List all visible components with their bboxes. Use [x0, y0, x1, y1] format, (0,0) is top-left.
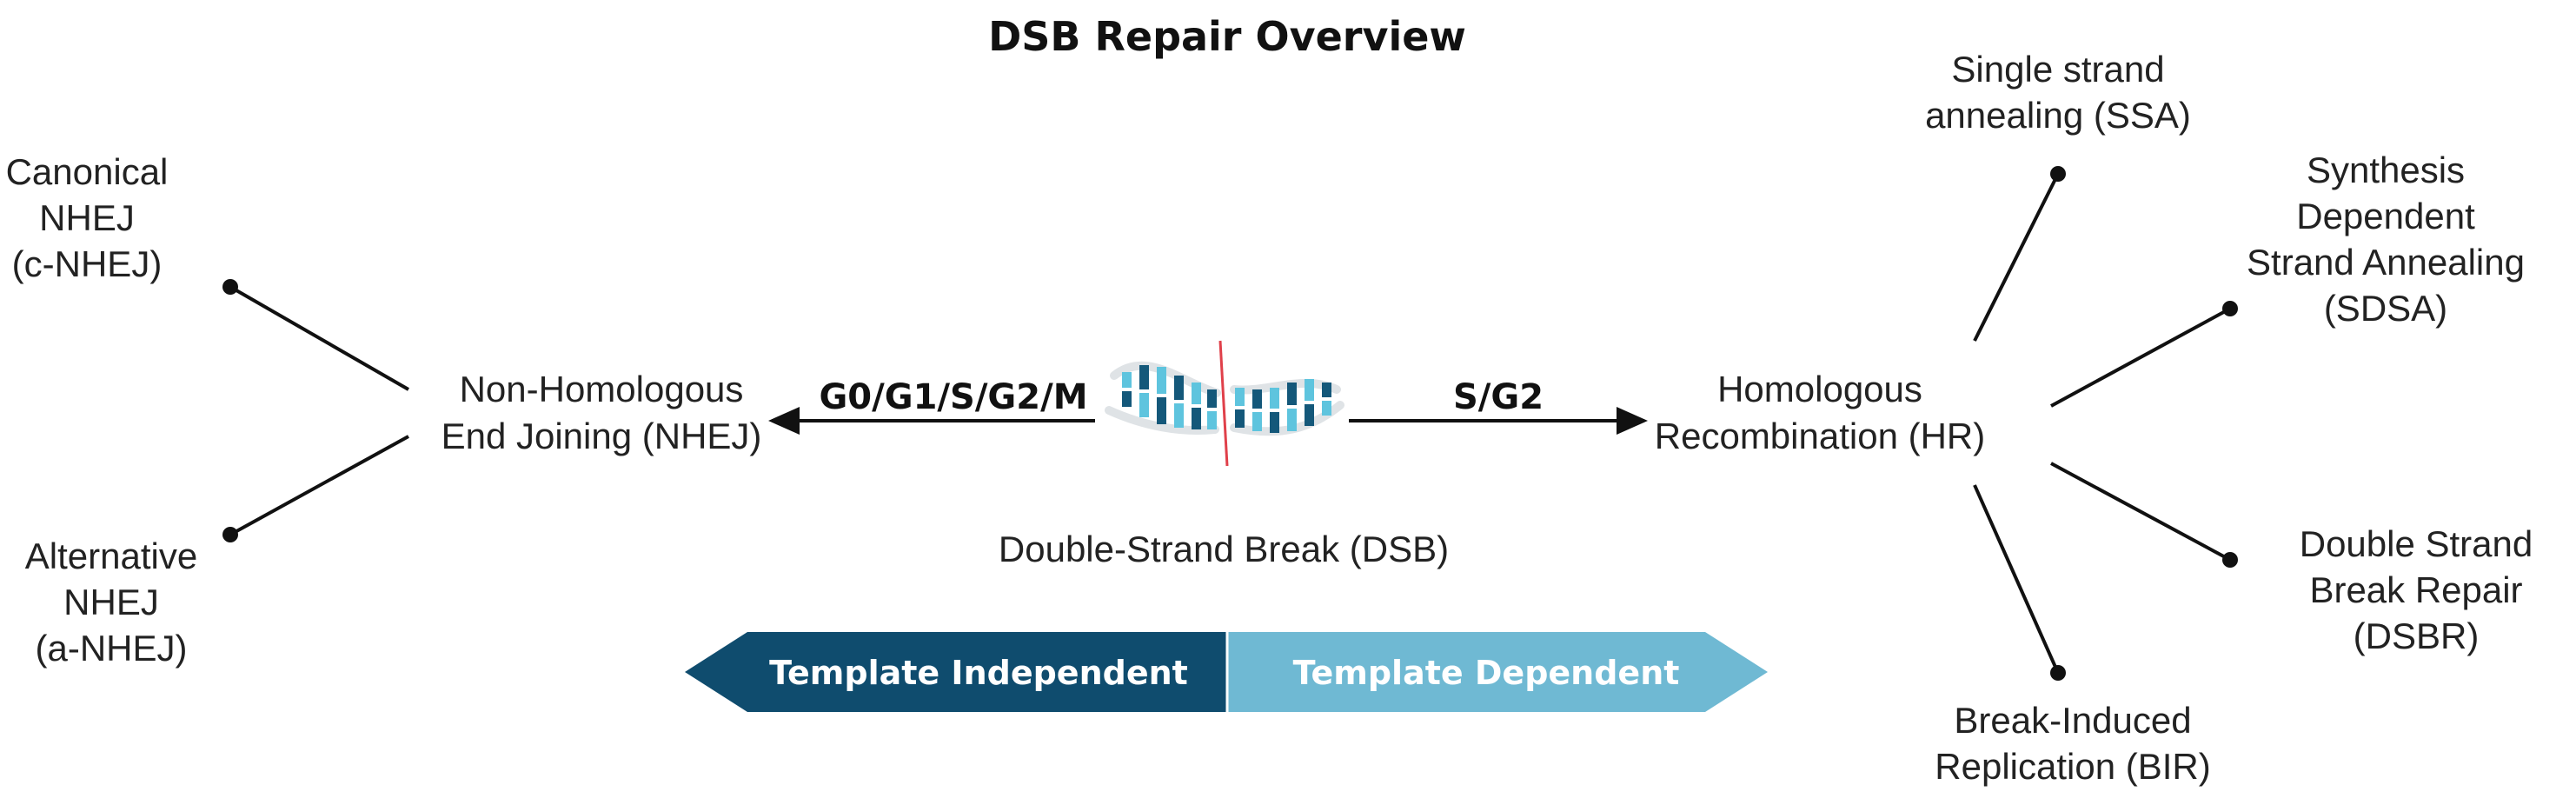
- anhej-line-1: Alternative: [25, 536, 197, 576]
- dna-base-right-4-bottom: [1287, 409, 1297, 431]
- dsbr-label: Double Strand Break Repair (DSBR): [2300, 523, 2533, 656]
- template-arrow: Template Independent Template Dependent: [685, 632, 1768, 712]
- break-line: [1218, 340, 1229, 467]
- dsbr-line-1: Double Strand: [2300, 523, 2533, 564]
- dna-base-right-1-top: [1235, 388, 1245, 406]
- nhej-connectors: [222, 279, 409, 542]
- dna-base-left-4-top: [1174, 376, 1184, 400]
- dna-base-left-3-top: [1157, 367, 1166, 394]
- hr-label-line-1: Homologous: [1717, 369, 1922, 409]
- ssa-line-2: annealing (SSA): [1925, 95, 2191, 136]
- anhej-label: Alternative NHEJ (a-NHEJ): [25, 536, 197, 669]
- cnhej-line-3: (c-NHEJ): [12, 243, 163, 284]
- nhej-label: Non-Homologous End Joining (NHEJ): [442, 369, 762, 456]
- nhej-cnhej-connector: [229, 285, 409, 391]
- anhej-line-3: (a-NHEJ): [36, 628, 188, 669]
- dsbr-dot: [2222, 552, 2238, 568]
- dsbr-line-2: Break Repair: [2309, 569, 2522, 610]
- dna-base-right-4-top: [1287, 383, 1297, 405]
- hr-sdsa-connector: [2050, 307, 2231, 408]
- cnhej-label: Canonical NHEJ (c-NHEJ): [6, 151, 169, 284]
- template-dependent-label: Template Dependent: [1293, 654, 1680, 692]
- dna-base-left-4-bottom: [1174, 403, 1184, 428]
- dna-base-right-2-bottom: [1252, 412, 1262, 431]
- dna-base-right-3-bottom: [1270, 412, 1279, 433]
- dsbr-line-3: (DSBR): [2354, 615, 2480, 656]
- dna-base-right-3-top: [1270, 388, 1279, 409]
- sdsa-line-2: Dependent: [2296, 196, 2475, 236]
- phase-label-hr: S/G2: [1453, 377, 1544, 417]
- ssa-dot: [2050, 166, 2066, 182]
- dna-backbone-left-bottom: [1105, 406, 1219, 436]
- hr-connectors: [1973, 166, 2238, 681]
- template-independent-arrow: [685, 632, 1227, 712]
- hr-dsbr-connector: [2050, 462, 2231, 562]
- sdsa-line-3: Strand Annealing: [2247, 242, 2525, 283]
- dna-base-right-2-top: [1252, 389, 1262, 409]
- hr-bir-connector: [1973, 484, 2060, 674]
- bir-label: Break-Induced Replication (BIR): [1935, 700, 2210, 787]
- dna-backbone-right-top: [1230, 378, 1341, 395]
- diagram-title: DSB Repair Overview: [988, 13, 1466, 60]
- dna-base-right-6-top: [1322, 383, 1331, 397]
- bir-line-2: Replication (BIR): [1935, 746, 2210, 787]
- sdsa-label: Synthesis Dependent Strand Annealing (SD…: [2247, 150, 2525, 329]
- dna-base-left-2-bottom: [1139, 393, 1149, 417]
- dna-base-left-1-top: [1122, 372, 1132, 388]
- dna-base-right-6-bottom: [1322, 401, 1331, 416]
- sdsa-line-1: Synthesis: [2307, 150, 2465, 190]
- template-independent-label: Template Independent: [769, 654, 1188, 692]
- dna-base-left-2-top: [1139, 365, 1149, 389]
- dna-base-left-3-bottom: [1157, 397, 1166, 424]
- dna-base-right-5-top: [1305, 379, 1314, 401]
- dna-base-left-6-bottom: [1207, 411, 1217, 429]
- dna-base-left-1-bottom: [1122, 391, 1132, 407]
- dna-base-right-5-bottom: [1305, 404, 1314, 426]
- nhej-label-line-2: End Joining (NHEJ): [442, 416, 762, 456]
- nhej-label-line-1: Non-Homologous: [460, 369, 744, 409]
- phase-label-nhej: G0/G1/S/G2/M: [819, 377, 1087, 417]
- anhej-dot: [222, 527, 238, 542]
- anhej-line-2: NHEJ: [63, 582, 159, 622]
- bir-dot: [2050, 665, 2066, 681]
- cnhej-line-2: NHEJ: [39, 197, 135, 238]
- dna-base-right-1-bottom: [1235, 409, 1245, 428]
- bir-line-1: Break-Induced: [1954, 700, 2191, 741]
- template-dependent-arrow: [1227, 632, 1768, 712]
- hr-label: Homologous Recombination (HR): [1655, 369, 1985, 456]
- dsb-label: Double-Strand Break (DSB): [999, 529, 1449, 569]
- sdsa-dot: [2222, 301, 2238, 316]
- dna-break-illustration: [1105, 340, 1344, 467]
- ssa-label: Single strand annealing (SSA): [1925, 49, 2191, 136]
- dna-base-left-6-top: [1207, 389, 1217, 408]
- cnhej-line-1: Canonical: [6, 151, 169, 192]
- cnhej-dot: [222, 279, 238, 295]
- ssa-line-1: Single strand: [1951, 49, 2164, 90]
- hr-ssa-connector: [1973, 173, 2060, 342]
- nhej-anhej-connector: [229, 435, 409, 536]
- dna-base-left-5-top: [1192, 383, 1201, 404]
- dna-base-left-5-bottom: [1192, 408, 1201, 429]
- sdsa-line-4: (SDSA): [2324, 288, 2447, 329]
- hr-label-line-2: Recombination (HR): [1655, 416, 1985, 456]
